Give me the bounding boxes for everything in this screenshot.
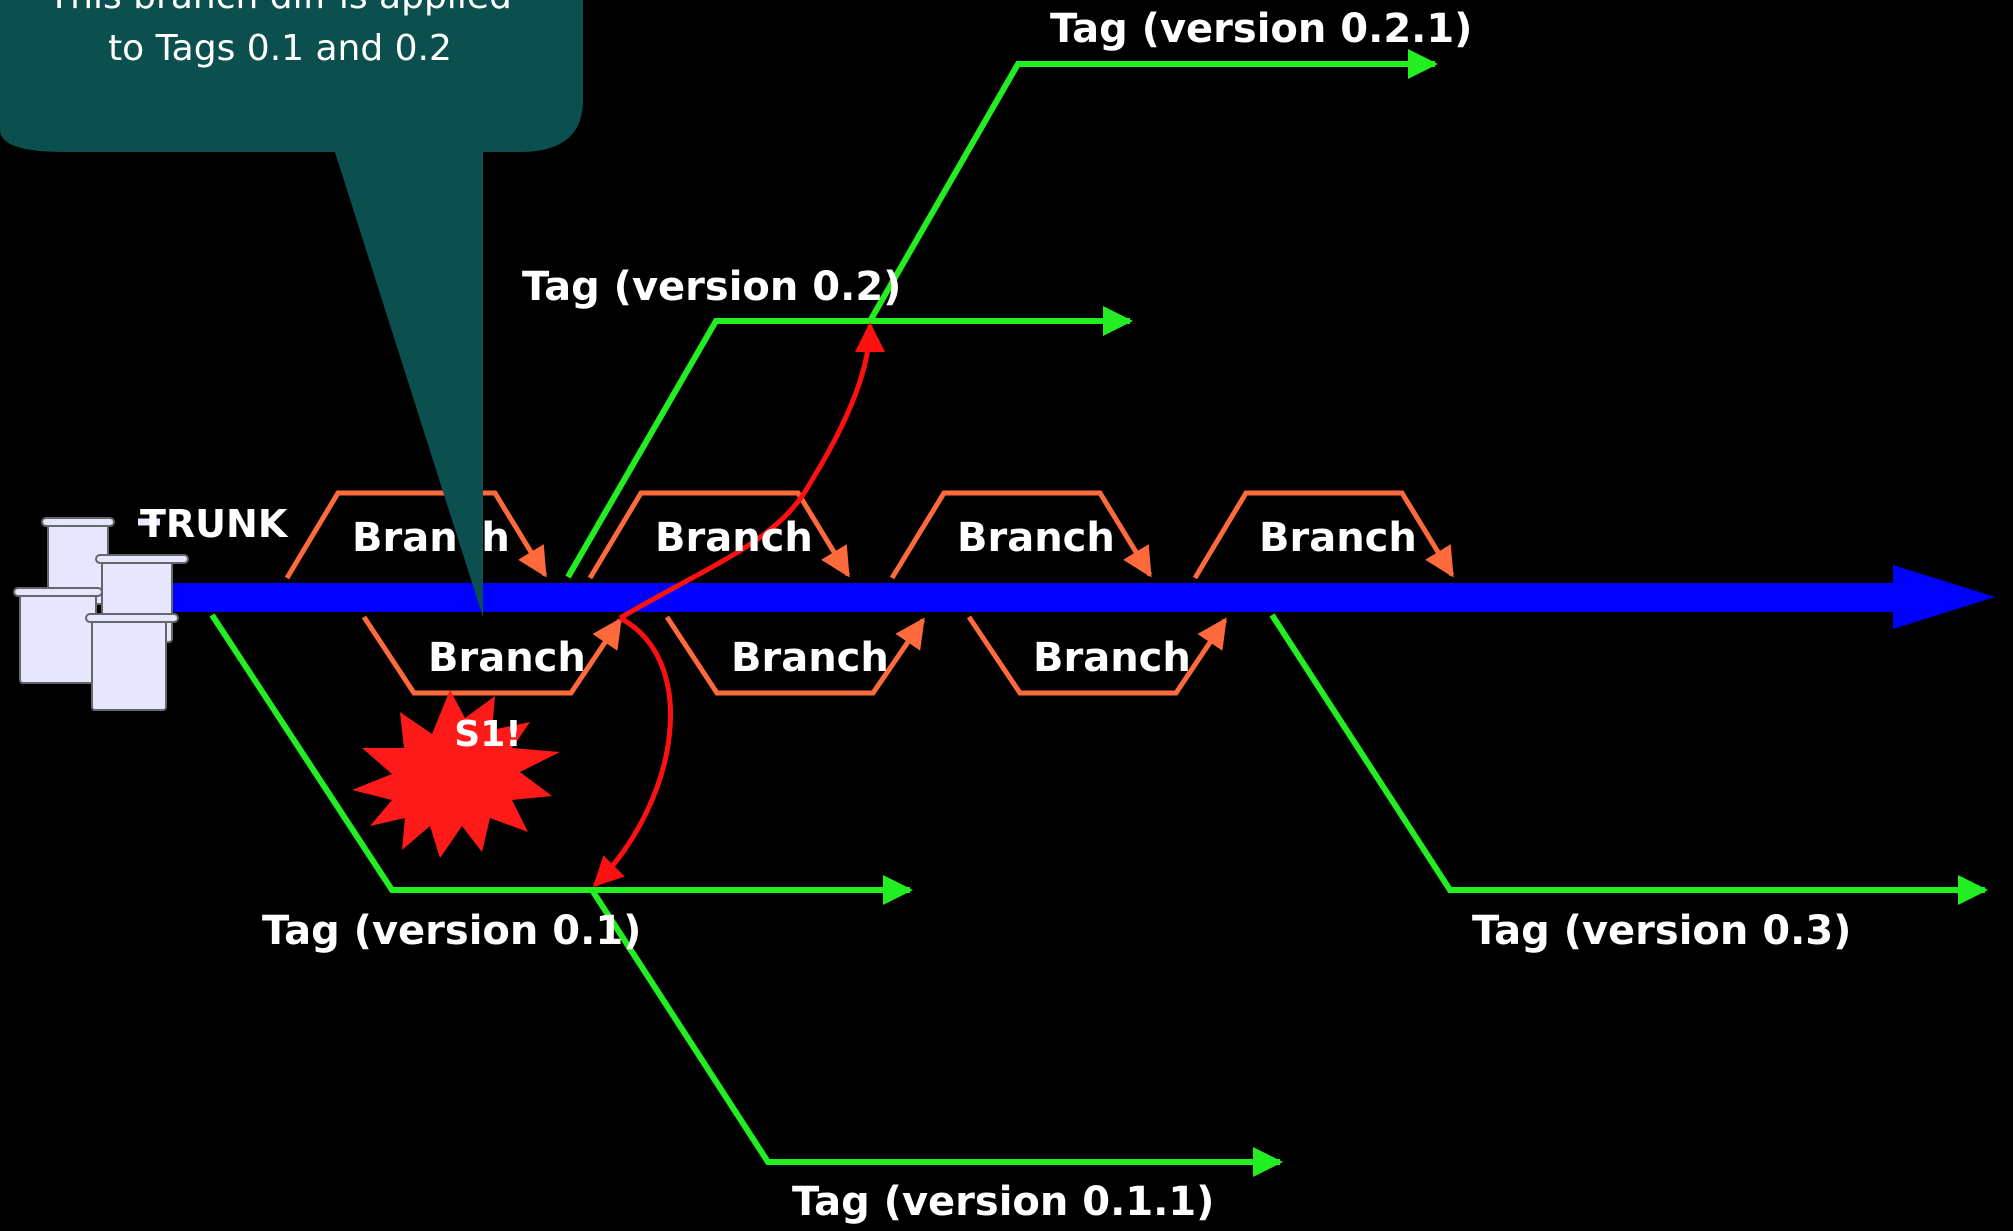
trunk-label: TRUNK [140, 502, 289, 546]
tag-label-v021: Tag (version 0.2.1) [1050, 6, 1472, 52]
trunk-bar [170, 583, 1900, 612]
s1-starburst: S1! [352, 690, 560, 858]
callout-line-2: to Tags 0.1 and 0.2 [108, 28, 452, 69]
branch-label: Branch [428, 635, 586, 681]
branch-line-5 [361, 615, 623, 696]
branch-line-3 [889, 490, 1153, 580]
branch-line-2 [587, 490, 851, 580]
callout-tail [335, 152, 483, 617]
branch-line-6 [664, 615, 926, 696]
branch-line-7 [966, 615, 1228, 696]
starburst-shape [352, 690, 560, 858]
branch-label: Branch [957, 515, 1115, 561]
tag-labels: Tag (version 0.2.1) Tag (version 0.2) Ta… [262, 6, 1851, 1225]
tag-line-v01 [209, 613, 913, 905]
branch-lines [284, 490, 1455, 696]
branch-labels: Branch Branch Branch Branch Branch Branc… [352, 515, 1417, 681]
branch-label: Branch [352, 515, 510, 561]
branch-label: Branch [1033, 635, 1191, 681]
tag-lines [209, 49, 1988, 1177]
merge-arrows [592, 322, 885, 888]
branch-label: Branch [655, 515, 813, 561]
branch-label: Branch [731, 635, 889, 681]
trunk-arrowhead [1893, 565, 1995, 629]
tag-label-v011: Tag (version 0.1.1) [792, 1179, 1214, 1225]
tag-line-v011 [589, 888, 1283, 1177]
tag-line-v021 [867, 49, 1438, 323]
trunk [170, 565, 1995, 629]
tag-label-v02: Tag (version 0.2) [522, 264, 901, 310]
merge-arrow-to-v02 [618, 322, 885, 621]
tag-line-v03 [1269, 613, 1988, 905]
tag-label-v03: Tag (version 0.3) [1472, 908, 1851, 954]
branch-line-4 [1192, 490, 1455, 580]
branch-label: Branch [1259, 515, 1417, 561]
callout-line-1: This branch diff is applied [47, 0, 512, 17]
document-stack-icon [13, 517, 189, 711]
merge-arrow-to-v01 [592, 615, 673, 888]
branch-line-1 [284, 490, 548, 580]
tag-label-v01: Tag (version 0.1) [262, 908, 641, 954]
s1-label: S1! [454, 714, 521, 755]
tag-line-v02 [565, 306, 1133, 579]
